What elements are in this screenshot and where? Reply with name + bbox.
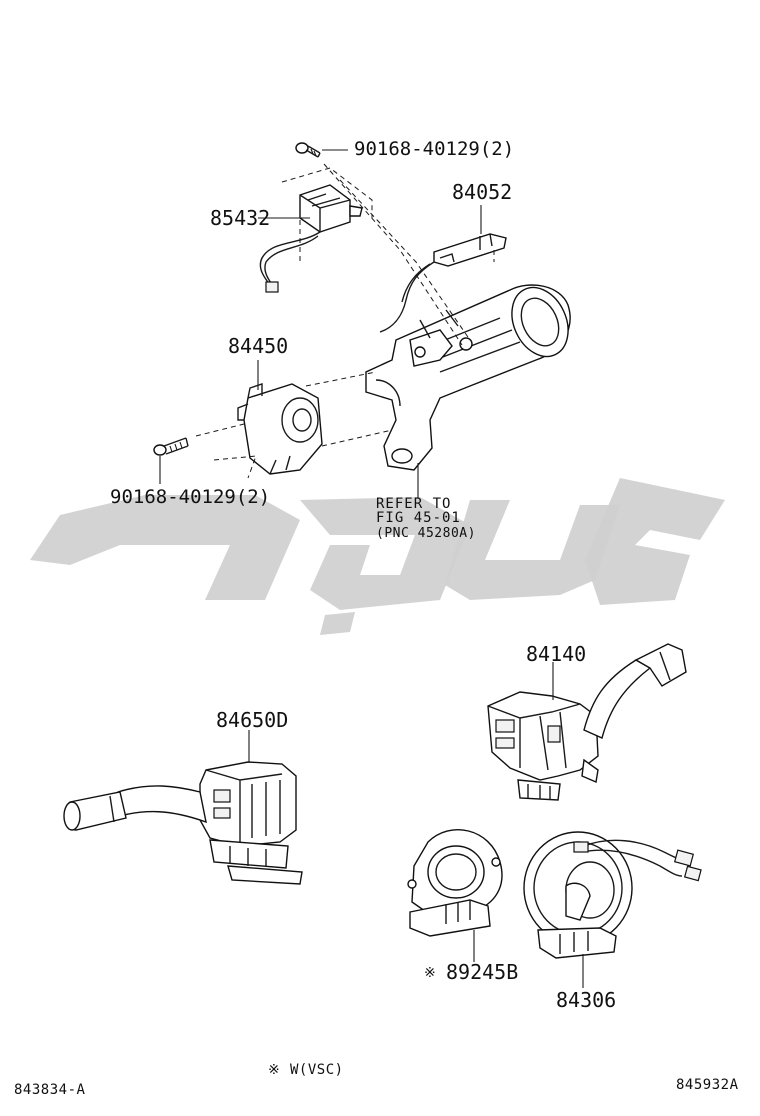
label-84052: 84052 <box>452 180 513 204</box>
note-symbol: ※ <box>424 965 437 981</box>
part-89245B-illustration <box>407 829 503 962</box>
part-84450-illustration <box>195 360 393 479</box>
watermark-logo <box>30 478 725 635</box>
label-84450: 84450 <box>228 334 289 358</box>
screw-top-illustration <box>295 142 348 158</box>
part-84052-illustration <box>379 205 507 333</box>
label-90168-40129-top: 90168-40129(2) <box>354 138 515 160</box>
footer-right-code: 845932A <box>676 1077 739 1093</box>
label-84140: 84140 <box>526 642 587 666</box>
part-85432-illustration <box>258 167 373 293</box>
steering-column-illustration <box>365 284 571 498</box>
reference-line-3: (PNC 45280A) <box>376 526 476 541</box>
label-90168-40129-bottom: 90168-40129(2) <box>110 486 271 508</box>
footnote-text: W(VSC) <box>290 1062 344 1078</box>
screw-bottom-illustration <box>153 437 189 484</box>
part-84140-illustration <box>487 643 687 801</box>
reference-line-1: REFER TO <box>376 496 452 512</box>
label-84650D: 84650D <box>216 708 289 732</box>
footer-left-code: 843834-A <box>14 1082 86 1098</box>
reference-line-2: FIG 45-01 <box>376 510 461 526</box>
label-84306: 84306 <box>556 988 617 1012</box>
footnote-symbol: ※ <box>268 1062 281 1078</box>
label-89245B: 89245B <box>446 960 519 984</box>
part-84306-illustration <box>523 831 702 988</box>
label-85432: 85432 <box>210 206 271 230</box>
part-84650D-illustration <box>63 730 303 885</box>
